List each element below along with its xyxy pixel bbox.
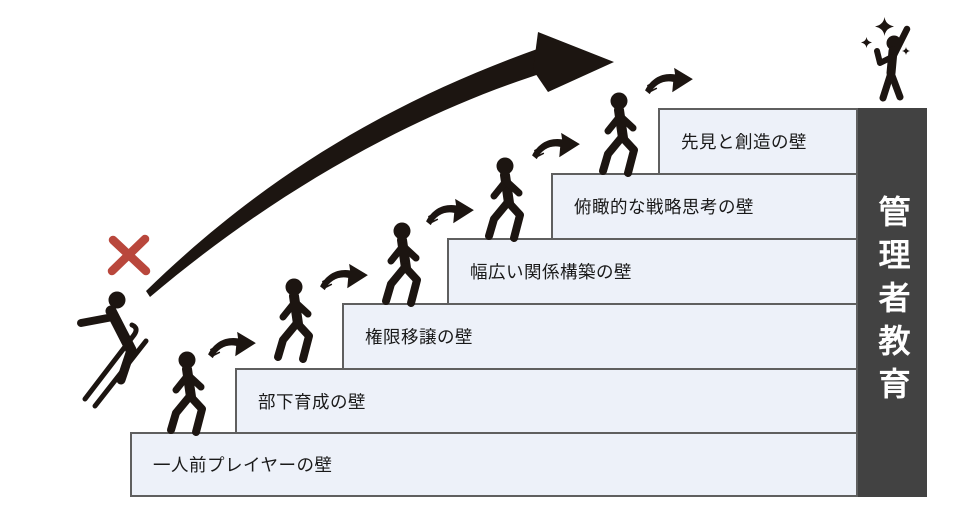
climber-icon (386, 223, 417, 304)
step-label-1: 一人前プレイヤーの壁 (153, 455, 333, 475)
sparkle-icon (875, 17, 894, 36)
ski-jumper-icon (77, 291, 149, 409)
step-arrow-icon (319, 263, 369, 291)
climber-icon (489, 158, 520, 239)
goal-column: 管理者教育 (858, 108, 927, 497)
step-label-3: 権限移譲の壁 (365, 327, 473, 347)
step-arrow-icon (644, 67, 694, 95)
step-box-4: 幅広い関係構築の壁 (447, 238, 858, 305)
climber-icon (171, 352, 202, 433)
step-label-6: 先見と創造の壁 (681, 132, 807, 152)
sparkle-icon (902, 47, 910, 55)
x-mark-icon (107, 234, 151, 276)
step-arrow-icon (207, 331, 257, 359)
climber-icon (278, 279, 309, 360)
climber-icon (603, 93, 634, 174)
step-box-5: 俯瞰的な戦略思考の壁 (551, 173, 858, 240)
step-box-2: 部下育成の壁 (235, 368, 858, 434)
step-label-2: 部下育成の壁 (258, 391, 366, 412)
step-box-6: 先見と創造の壁 (658, 108, 858, 175)
step-label-5: 俯瞰的な戦略思考の壁 (574, 197, 754, 217)
step-box-3: 権限移譲の壁 (342, 303, 858, 370)
step-box-1: 一人前プレイヤーの壁 (130, 432, 858, 497)
sparkle-icon (861, 37, 872, 48)
celebrating-person-icon (874, 25, 911, 102)
step-label-4: 幅広い関係構築の壁 (470, 262, 632, 282)
step-arrow-icon (531, 132, 581, 160)
goal-column-label: 管理者教育 (874, 195, 911, 410)
step-arrow-icon (425, 198, 475, 226)
